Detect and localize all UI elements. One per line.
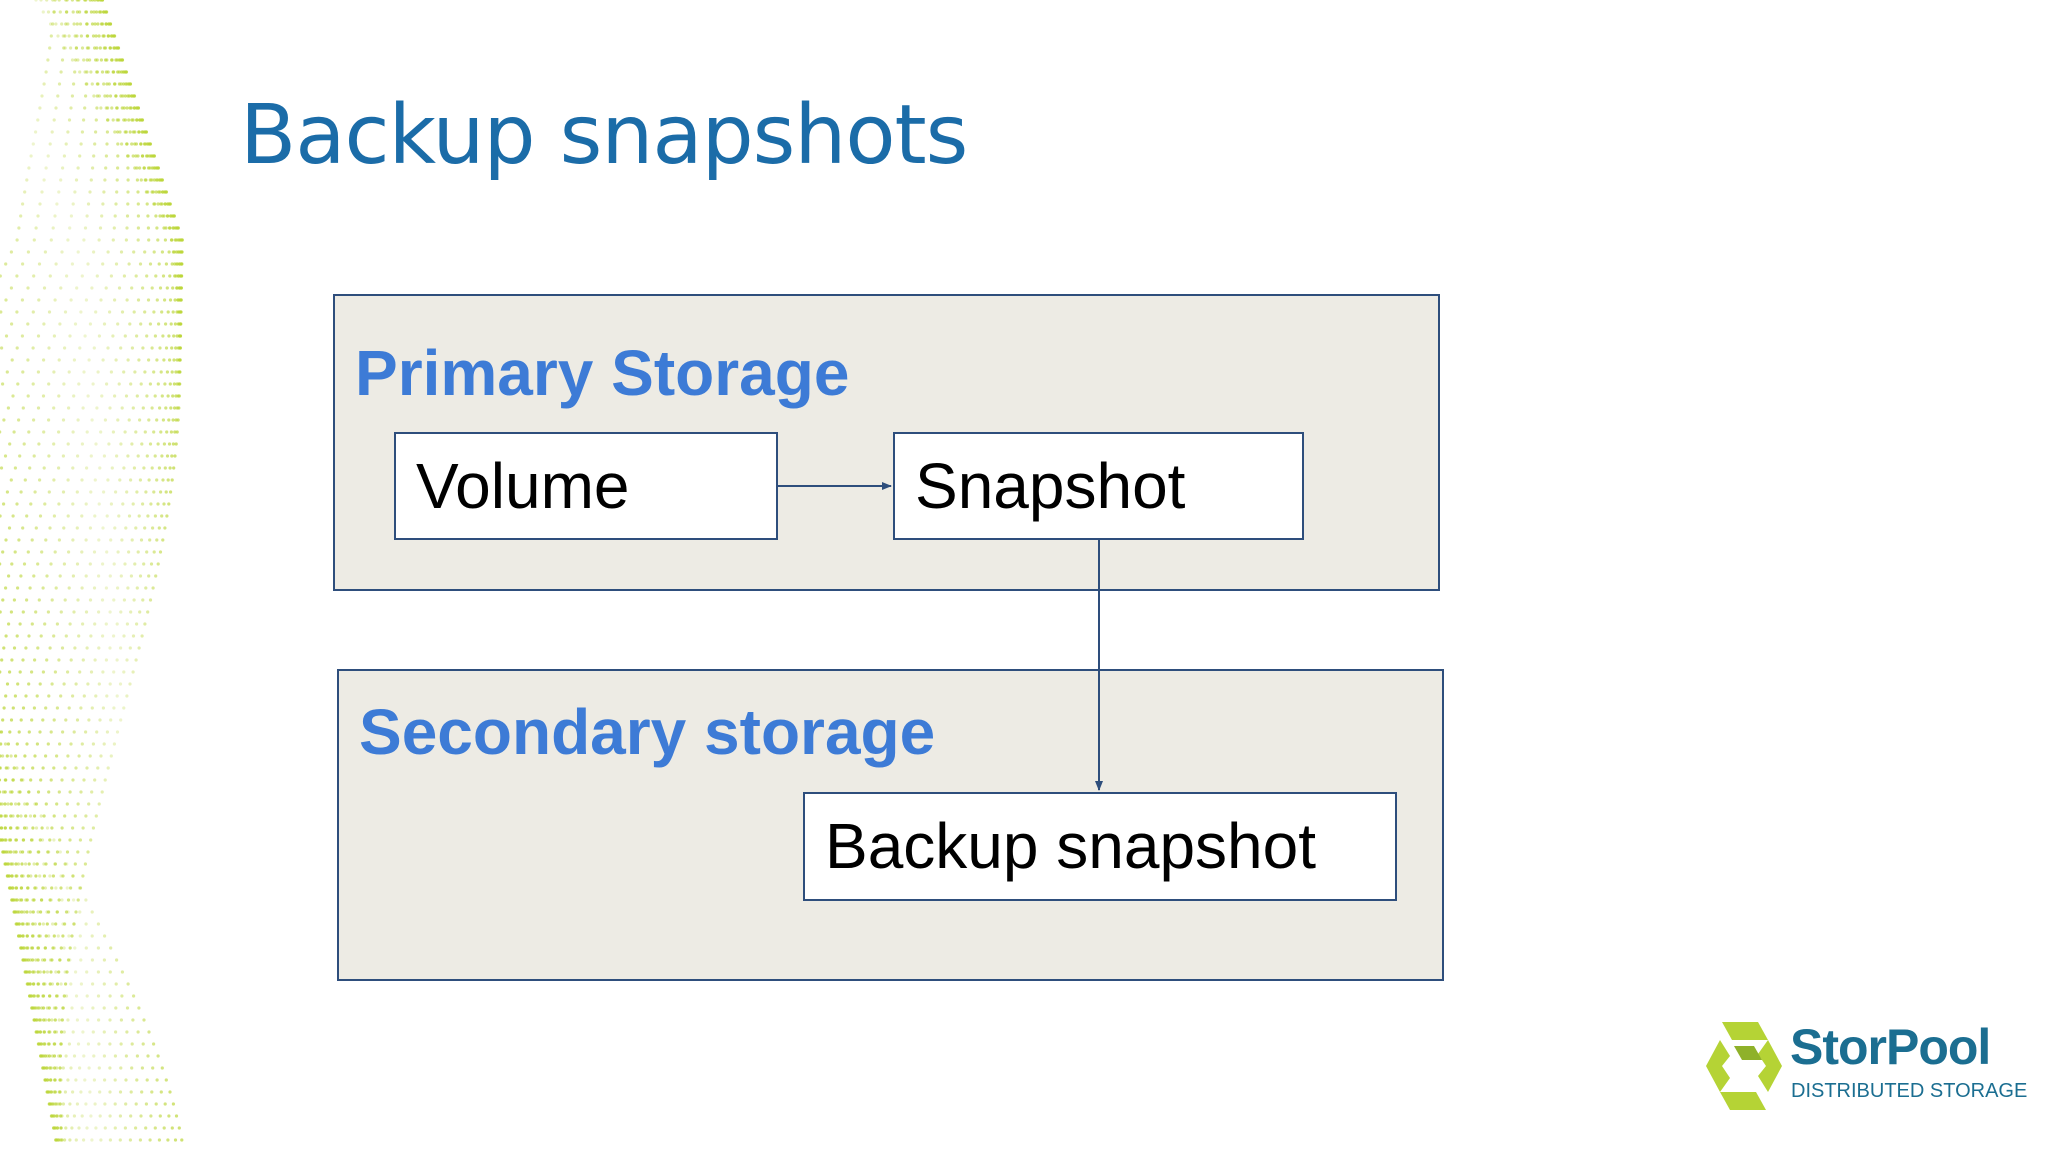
logo-name: StorPool [1790,1019,1991,1075]
volume-node: Volume [394,432,778,540]
storpool-logo-icon [1706,1022,1782,1110]
snapshot-node: Snapshot [893,432,1304,540]
primary-storage-title: Primary Storage [355,337,850,409]
storpool-logo: StorPool DISTRIBUTED STORAGE [1704,1018,2027,1114]
page-title: Backup snapshots [240,88,968,183]
secondary-storage-title: Secondary storage [359,696,936,768]
logo-tagline: DISTRIBUTED STORAGE [1791,1080,2028,1102]
backup-snapshot-node: Backup snapshot [803,792,1397,901]
decorative-wave-pattern [0,0,184,1142]
